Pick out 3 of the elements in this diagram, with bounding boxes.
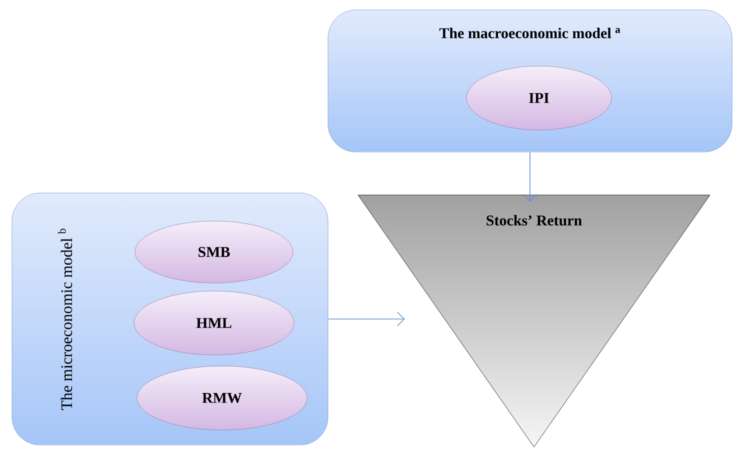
- arrow: [328, 312, 405, 326]
- funnel-triangle: Stocks’ Return: [358, 194, 710, 448]
- arrow: [522, 152, 538, 202]
